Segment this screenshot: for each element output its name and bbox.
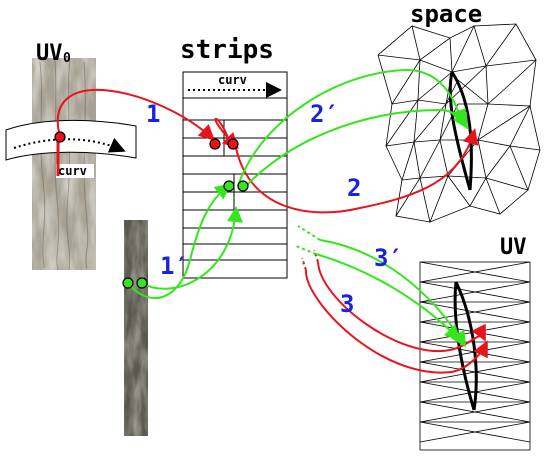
red-arrows [56, 89, 488, 374]
curv-band [5, 119, 137, 178]
step-1: 1 [146, 100, 160, 128]
green-dots [122, 180, 249, 289]
title-space: space [410, 0, 482, 28]
strips-box [182, 71, 288, 279]
step-2: 2 [347, 174, 361, 202]
dot-red-strips-b [227, 138, 239, 150]
curv-label-strips: curv [218, 73, 247, 87]
uv-mesh [419, 261, 531, 451]
title-uv0-subscript: 0 [63, 51, 71, 66]
dot-green-bark-a [122, 277, 134, 289]
step-2-prime: 2′ [310, 100, 339, 128]
title-uv0: UV [36, 41, 63, 66]
dot-red-uv0 [54, 131, 66, 143]
dot-red-strips-a [209, 138, 221, 150]
dot-green-strips-b [237, 180, 249, 192]
red-dots [54, 131, 239, 150]
bark-strip-dark [124, 220, 148, 436]
step-3-prime: 3′ [374, 244, 403, 272]
curv-label-tree: curv [58, 164, 87, 178]
dot-green-strips-a [223, 180, 235, 192]
dot-green-bark-b [136, 277, 148, 289]
space-mesh [377, 23, 541, 224]
title-strips: strips [180, 35, 274, 65]
step-1-prime: 1′ [160, 252, 189, 280]
green-arrows [127, 68, 469, 348]
title-uv: UV [500, 235, 527, 260]
step-3: 3 [340, 290, 354, 318]
